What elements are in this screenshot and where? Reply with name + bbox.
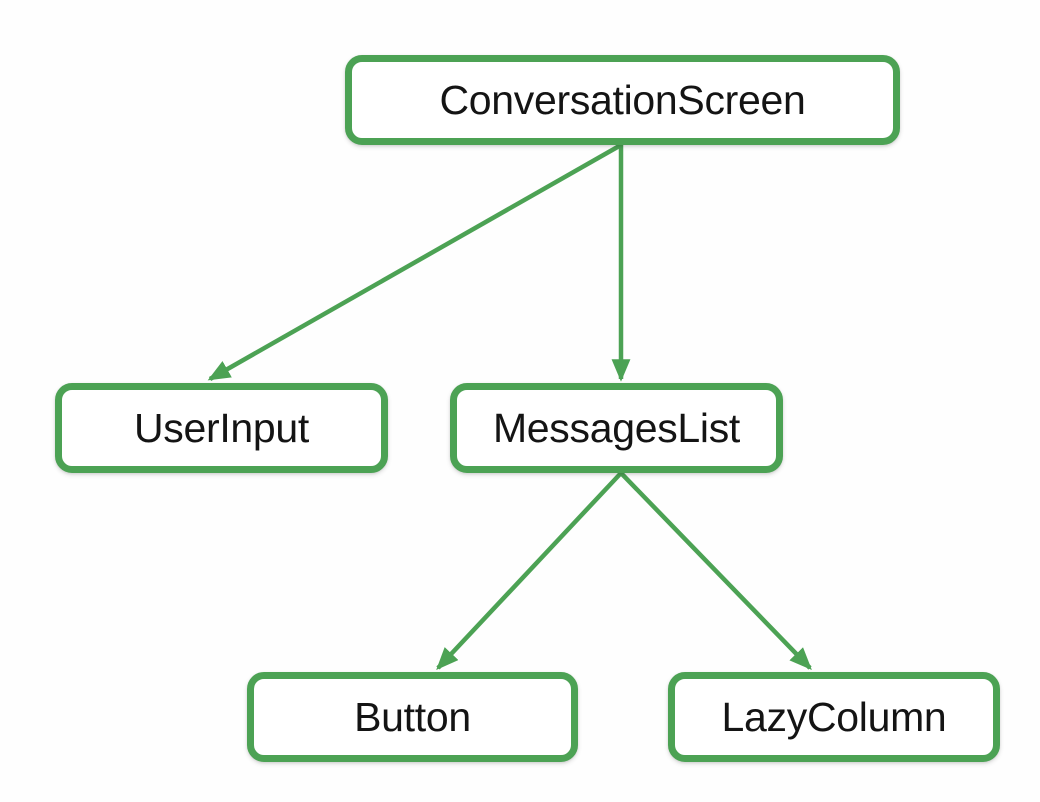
node-conversation-screen[interactable]: ConversationScreen [345, 55, 900, 145]
node-lazy-column[interactable]: LazyColumn [668, 672, 1000, 762]
node-label-conversation-screen: ConversationScreen [439, 76, 806, 123]
edge-messageslist-button [436, 471, 623, 670]
node-label-button: Button [354, 693, 471, 740]
node-label-lazy-column: LazyColumn [721, 693, 947, 740]
node-label-messages-list: MessagesList [492, 404, 741, 451]
edge-messageslist-lazycolumn [619, 471, 812, 670]
edge-conversationscreen-userinput [207, 143, 623, 381]
node-messages-list[interactable]: MessagesList [450, 383, 783, 473]
node-button[interactable]: Button [247, 672, 578, 762]
node-user-input[interactable]: UserInput [55, 383, 388, 473]
node-label-user-input: UserInput [133, 404, 310, 451]
